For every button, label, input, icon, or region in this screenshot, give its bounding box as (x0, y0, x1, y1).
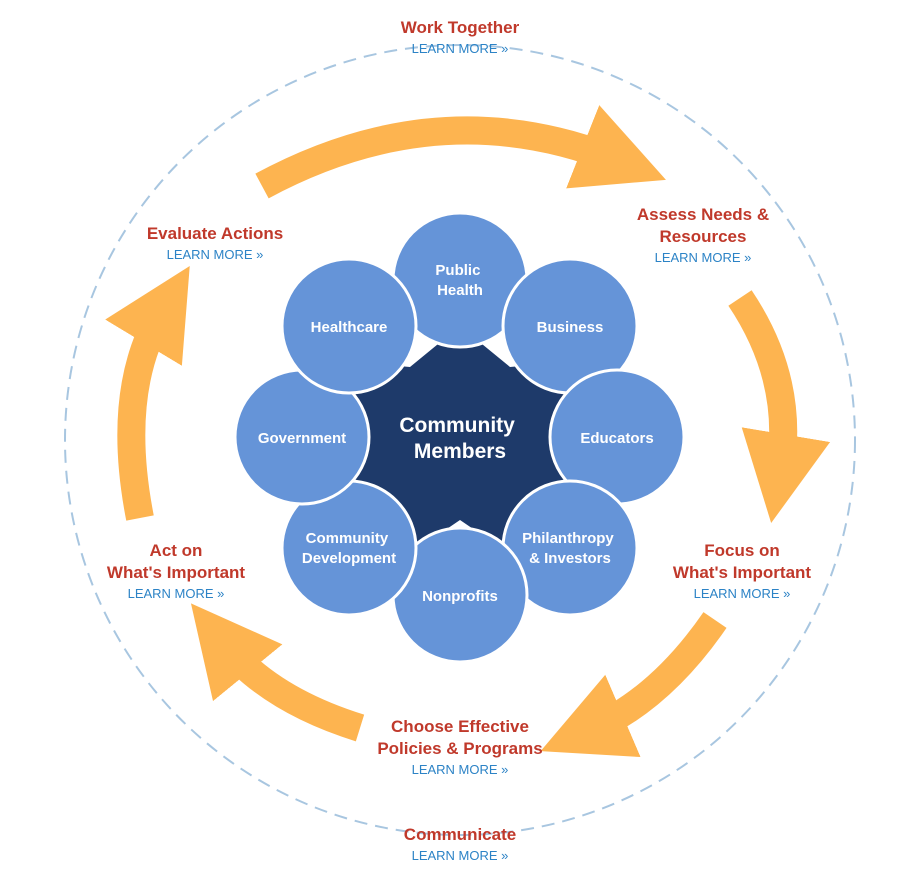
step-title-line2: What's Important (672, 563, 812, 582)
step-focus: Focus on What's Important LEARN MORE » (673, 540, 811, 602)
step-title-line2: Resources (659, 227, 747, 246)
sector-label-philanthropy: Philanthropy & Investors (522, 530, 618, 567)
sector-label-community-development: Community Development (302, 530, 396, 567)
step-work-together: Work Together LEARN MORE » (401, 17, 519, 57)
step-title: Communicate (403, 825, 517, 844)
arrow-right-lower (540, 612, 727, 758)
sector-label-business: Business (537, 319, 604, 336)
cycle-arrows (105, 105, 831, 758)
step-title: Work Together (400, 18, 520, 37)
learn-more-link[interactable]: LEARN MORE » (411, 848, 509, 863)
learn-more-link[interactable]: LEARN MORE » (693, 586, 791, 601)
step-assess-needs: Assess Needs & Resources LEARN MORE » (637, 204, 769, 266)
sector-label-public-health: Public Health (435, 262, 484, 299)
step-act: Act on What's Important LEARN MORE » (107, 540, 245, 602)
step-title: Evaluate Actions (146, 224, 284, 243)
sector-label-educators: Educators (580, 430, 653, 447)
sector-label-nonprofits: Nonprofits (422, 588, 498, 605)
center-label: Community Members (399, 414, 520, 463)
step-title: Act on (149, 541, 203, 560)
arrow-left (105, 265, 190, 521)
sector-label-government: Government (258, 430, 346, 447)
step-choose-policies: Choose Effective Policies & Programs LEA… (377, 716, 542, 778)
learn-more-link[interactable]: LEARN MORE » (411, 762, 509, 777)
outer-dashed-ring (64, 44, 856, 836)
learn-more-link[interactable]: LEARN MORE » (166, 247, 264, 262)
step-title-line2: Policies & Programs (377, 739, 543, 758)
step-title: Focus on (704, 541, 780, 560)
step-title: Assess Needs & (636, 205, 770, 224)
step-evaluate: Evaluate Actions LEARN MORE » (147, 223, 283, 263)
step-communicate: Communicate LEARN MORE » (404, 824, 516, 864)
sector-circle-healthcare (280, 257, 418, 395)
learn-more-link[interactable]: LEARN MORE » (654, 250, 752, 265)
step-title-line2: What's Important (106, 563, 246, 582)
sector-label-healthcare: Healthcare (311, 319, 388, 336)
arrow-right-upper (728, 290, 831, 524)
arrow-top (255, 105, 666, 199)
sector-ring (233, 211, 686, 664)
learn-more-link[interactable]: LEARN MORE » (411, 41, 509, 56)
arrow-bottom-left (190, 603, 365, 742)
learn-more-link[interactable]: LEARN MORE » (127, 586, 225, 601)
step-title: Choose Effective (391, 717, 529, 736)
